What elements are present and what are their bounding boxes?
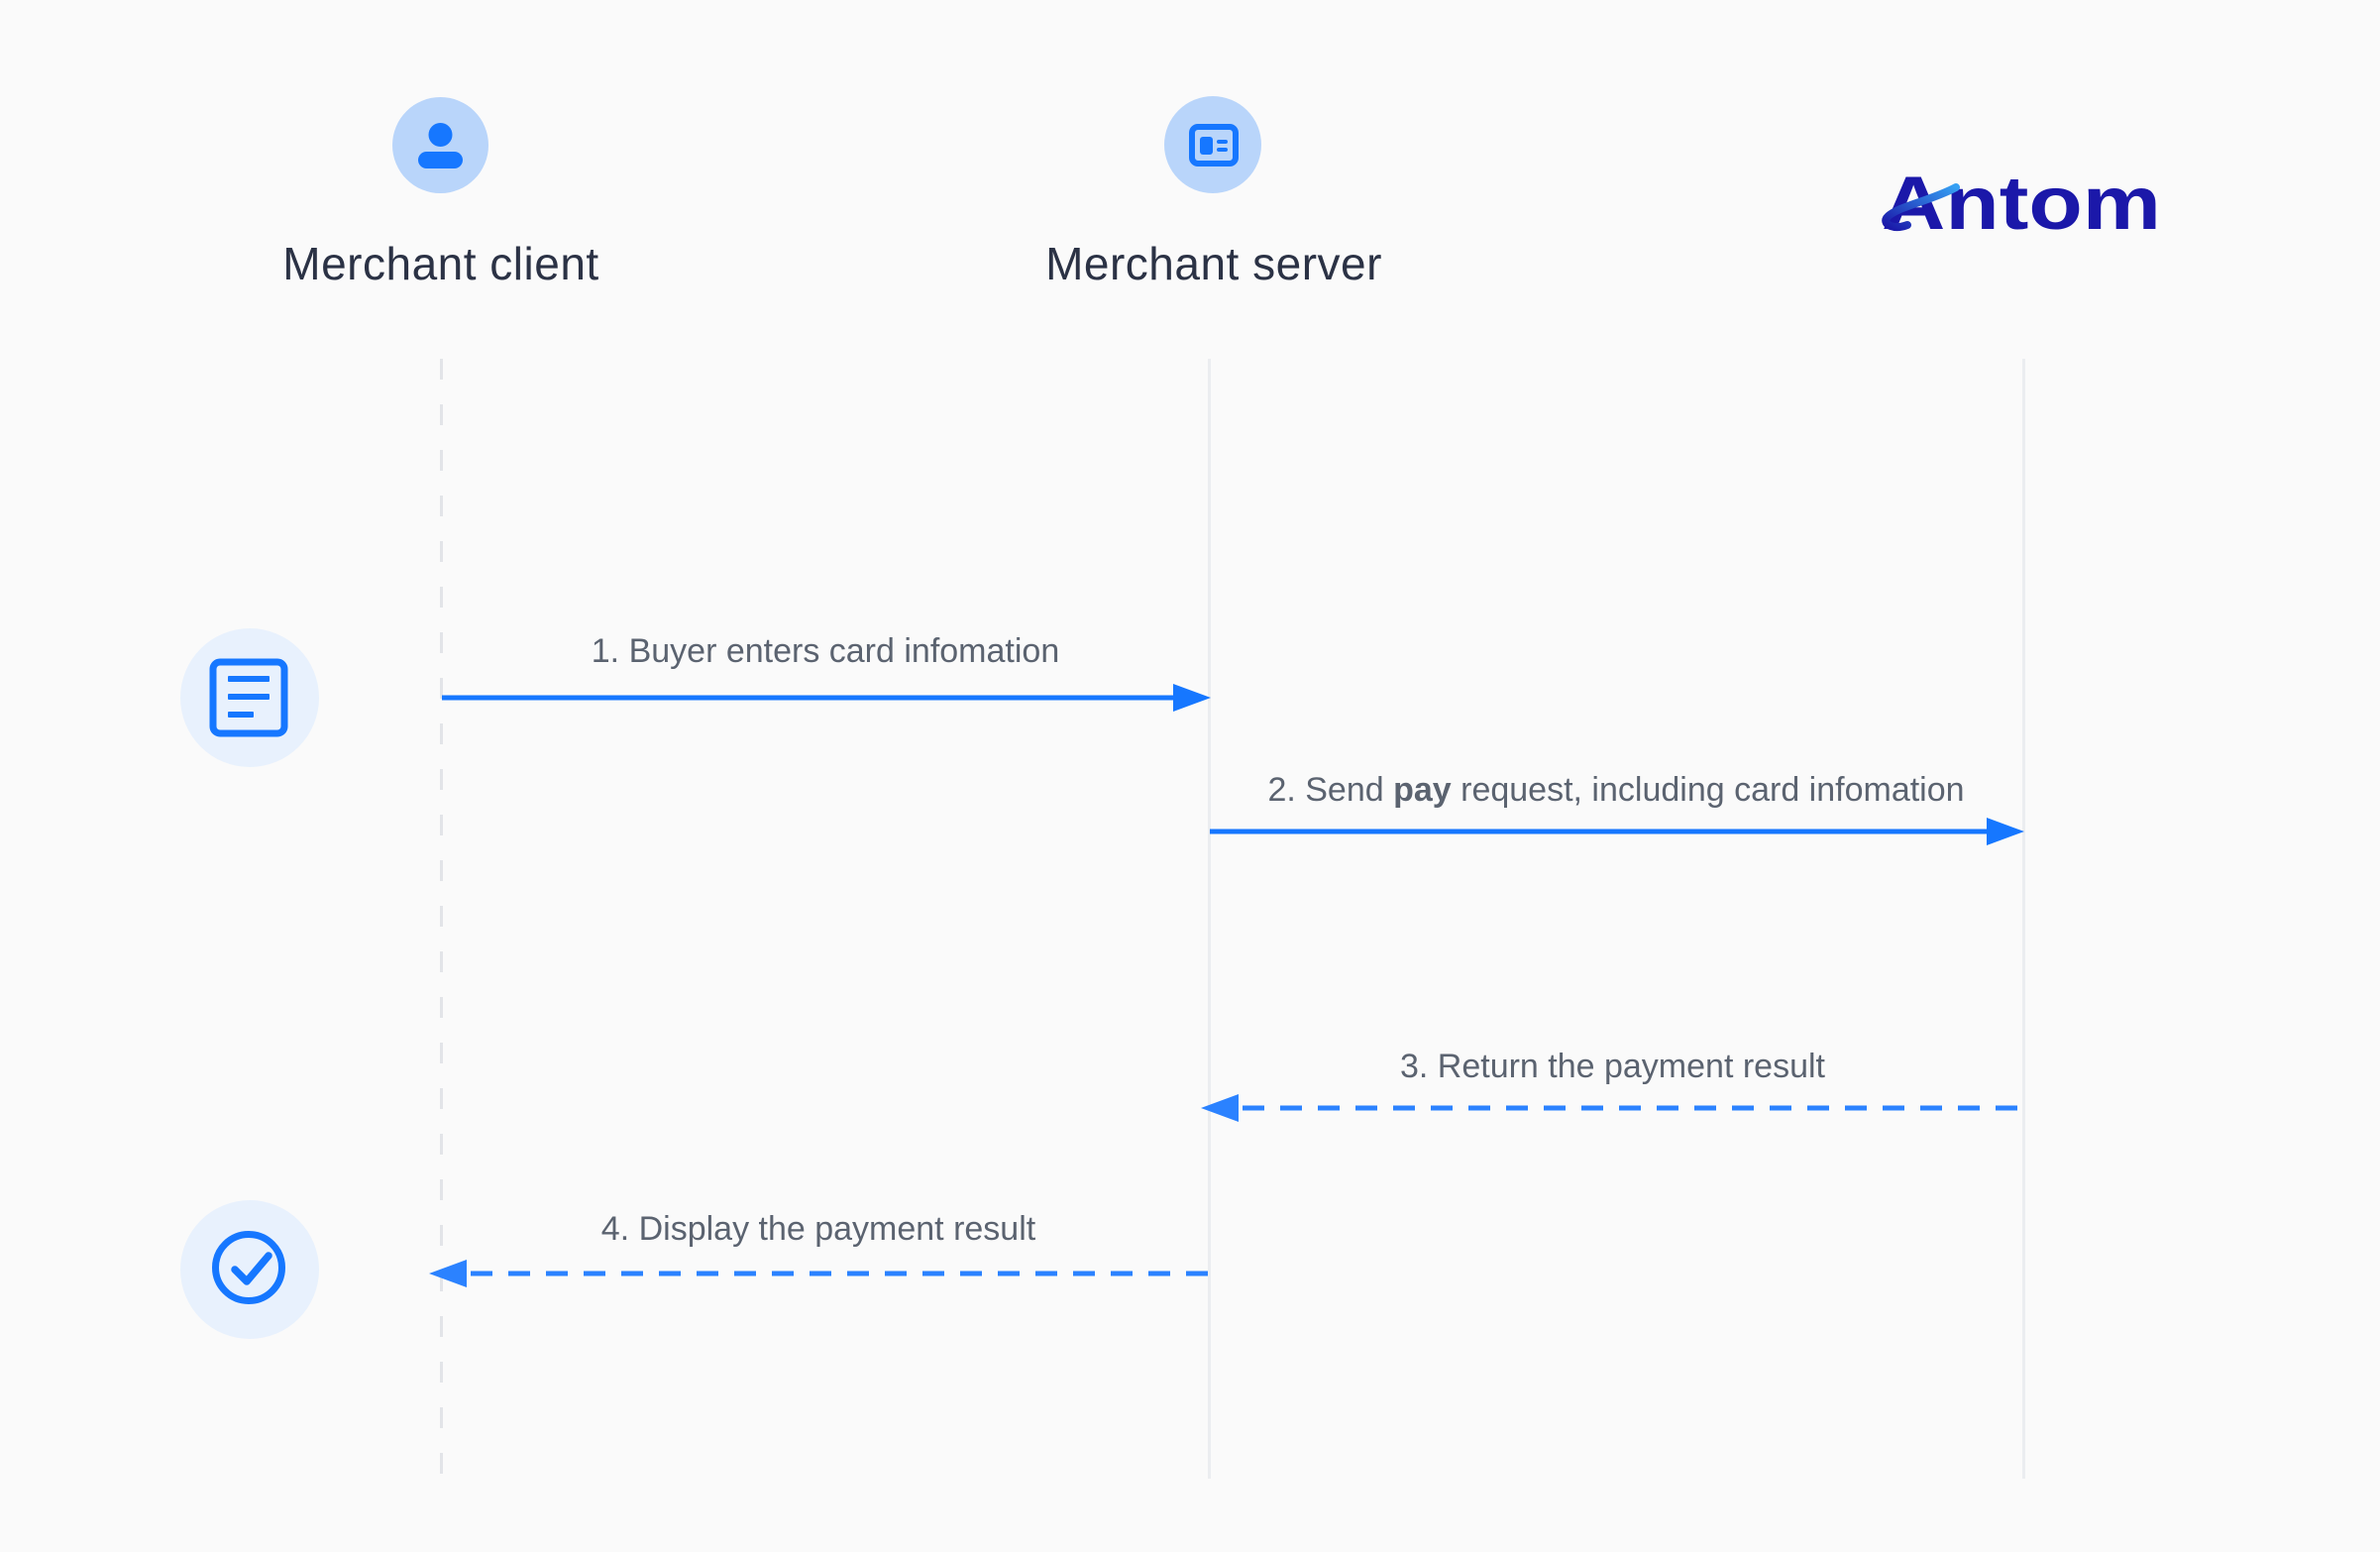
check-circle-icon [212,1231,285,1304]
lifeline-antom [2022,359,2025,1479]
merchant-client-avatar [392,97,488,193]
id-card-icon [1189,124,1239,166]
step-4-side-badge [180,1200,319,1339]
message-3-label: 3. Return the payment result [1399,1048,1825,1085]
message-2-prefix: 2. Send [1267,771,1394,809]
merchant-client-label: Merchant client [282,238,599,289]
merchant-server-avatar [1164,96,1261,193]
message-4-arrow [429,1260,1208,1287]
message-2-api-name: pay [1393,771,1452,809]
antom-logo: Antom [1873,162,2170,246]
message-2-label: 2. Send pay request, including card info… [1205,770,2027,810]
message-1-label: 1. Buyer enters card infomation [591,632,1060,670]
user-icon [418,123,463,168]
message-2-suffix: request, including card infomation [1451,771,1965,809]
document-lines-icon [209,658,288,737]
merchant-server-label: Merchant server [1045,238,1382,289]
message-1-arrow [442,684,1211,712]
antom-logo-swoosh [1882,183,1960,231]
message-2-arrow [1210,818,2024,845]
step-1-side-badge [180,628,319,767]
antom-logo-text: Antom [1882,162,2161,241]
lifeline-merchant-server [1208,359,1211,1479]
message-3-arrow [1201,1094,2024,1122]
lifeline-merchant-client [440,359,443,1479]
message-4-label: 4. Display the payment result [600,1210,1036,1248]
